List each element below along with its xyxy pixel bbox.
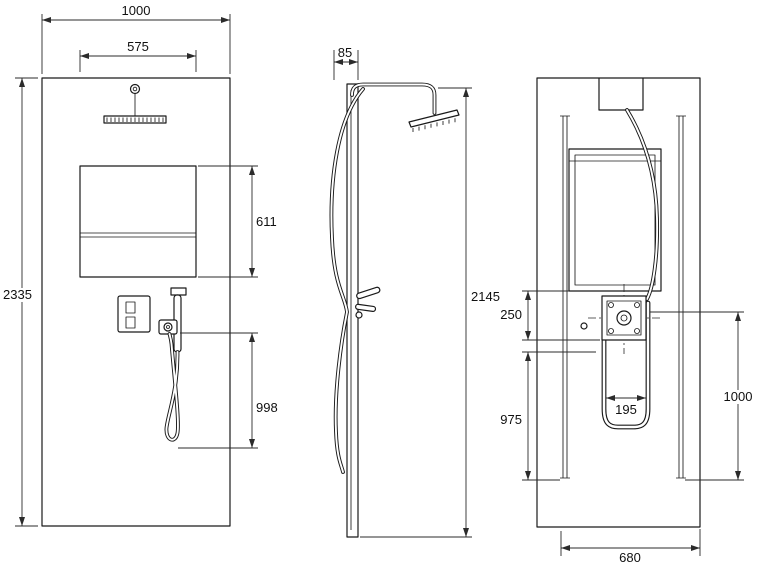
control-button-bottom <box>125 316 136 329</box>
dim-label-lower-run: 975 <box>500 412 522 427</box>
extension-lines <box>178 332 258 449</box>
extension-lines <box>15 77 38 527</box>
dim-rear-lower-run: 975 <box>500 351 596 481</box>
glass-panel-outline <box>79 165 197 278</box>
glass-panel <box>79 165 197 278</box>
dim-front-overall-height: 2335 <box>2 77 38 527</box>
outlet-connector-center <box>166 325 170 329</box>
dim-front-overall-width: 1000 <box>41 3 231 74</box>
ceiling-flange <box>129 83 141 95</box>
valve-screw-br <box>634 328 640 334</box>
overhead-shower <box>103 83 167 124</box>
shelf-line <box>80 232 196 238</box>
dim-front-lower-section: 998 <box>178 332 278 449</box>
extension-lines <box>360 87 472 538</box>
extension-lines <box>650 311 744 481</box>
dim-rear-base-width: 680 <box>560 529 701 565</box>
extension-lines <box>41 14 231 74</box>
mounting-rails <box>560 115 686 479</box>
dim-label-hose-drop: 1000 <box>724 389 753 404</box>
dim-label-upper-width: 575 <box>127 39 149 54</box>
control-button-top <box>125 301 136 314</box>
valve-screw-bl <box>608 328 614 334</box>
dim-front-mid-section: 611 <box>198 165 277 278</box>
extension-lines <box>333 50 359 80</box>
extension-lines <box>198 165 258 278</box>
spray-nozzles <box>106 117 164 122</box>
mixer-handle <box>355 303 377 313</box>
side-view: 85 2145 <box>329 45 500 538</box>
concealed-frame <box>568 148 662 292</box>
dim-side-overall-height: 2145 <box>360 87 500 538</box>
valve-box-inner <box>606 300 642 336</box>
top-mounting-box <box>598 78 644 111</box>
flange-center <box>132 86 138 92</box>
dim-rear-hose-drop: 1000 <box>650 311 754 481</box>
extension-lines <box>560 529 701 556</box>
frame-inner <box>574 154 656 286</box>
rain-head-profile <box>408 109 460 128</box>
valve-body <box>580 284 660 354</box>
dim-rear-valve-section: 250 <box>500 290 600 341</box>
dim-front-upper-width: 575 <box>79 39 197 72</box>
dim-label-valve-section: 250 <box>500 307 522 322</box>
label-background <box>722 390 754 404</box>
valve-spindle-inner <box>620 314 628 322</box>
hand-shower <box>158 287 187 442</box>
rear-view: 250 975 195 1000 680 <box>500 77 754 565</box>
handle-knob <box>355 311 363 319</box>
dim-label-lower-section: 998 <box>256 400 278 415</box>
dim-label-overall-width: 1000 <box>122 3 151 18</box>
handset-holder <box>170 287 187 296</box>
diverter-handle <box>356 286 381 300</box>
spray-nozzles-side <box>412 118 456 132</box>
valve-screw-tr <box>634 302 640 308</box>
label-background <box>2 288 33 302</box>
shower-head-side <box>408 109 460 132</box>
front-view: 1000 575 2335 611 998 <box>2 3 278 527</box>
dim-label-mid-section: 611 <box>256 214 277 229</box>
control-panel <box>117 295 151 333</box>
dim-label-depth: 85 <box>338 45 352 60</box>
dim-label-base-width: 680 <box>619 550 641 565</box>
dim-label-overall-height: 2335 <box>3 287 32 302</box>
frame-outer <box>568 148 662 292</box>
valve-spindle-outer <box>616 310 632 326</box>
stop-valve-dot <box>580 322 588 330</box>
mixer-lever <box>355 286 381 319</box>
dim-label-side-height: 2145 <box>471 289 500 304</box>
dim-label-outlet-spacing: 195 <box>615 402 637 417</box>
right-rail <box>676 115 686 479</box>
valve-screw-tl <box>608 302 614 308</box>
left-rail <box>560 115 570 479</box>
outlet-connector <box>163 322 173 332</box>
dim-side-depth: 85 <box>333 45 359 80</box>
dim-rear-outlet-spacing: 195 <box>606 395 646 417</box>
